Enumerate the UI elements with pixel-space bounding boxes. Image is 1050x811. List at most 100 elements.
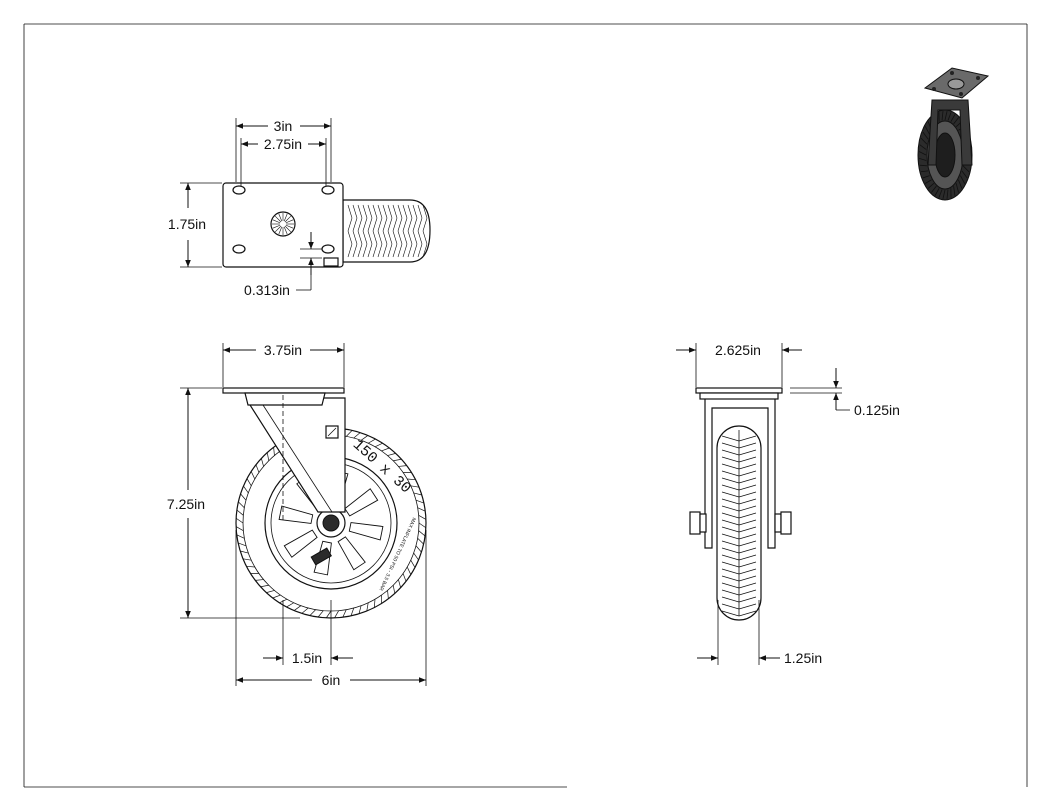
tread-mark [417,507,426,512]
tread-mark [960,175,966,184]
side-view: 150 x 30 MAX INFLATE TO 50 PSI - 3.5 BAR… [167,342,427,688]
tread-mark [342,609,347,618]
tread-mark [721,463,740,470]
tread-mark [721,554,740,561]
tread-mark [357,230,363,245]
tread-mark [301,607,309,614]
tread-mark [934,188,940,196]
tread-mark [415,545,422,553]
tread-mark [721,456,740,463]
tread-mark [953,117,959,125]
tread-mark [240,493,247,501]
tread-mark [397,204,403,219]
tread-mark [721,568,740,575]
tread-mark [738,561,757,568]
tread-mark [721,575,740,582]
tread-mark [352,230,358,245]
tread-mark [362,217,368,232]
tread-mark [372,230,378,245]
tread-mark [387,453,396,456]
tread-mark [721,540,740,547]
tread-mark [721,449,740,456]
tread-mark [953,186,956,196]
tread-mark [367,243,373,258]
tread-mark [377,230,383,245]
wheel-spoke [337,536,366,571]
side-view-wheel: 150 x 30 MAX INFLATE TO 50 PSI - 3.5 BAR [235,427,427,619]
tread-mark [325,610,332,619]
wheel-spoke [278,505,314,524]
dim-side-wheel-width: 1.5in [263,600,353,666]
tread-mark [417,230,423,245]
tread-mark [317,610,324,618]
kingpin-rib [285,219,294,224]
tread-mark [738,484,757,491]
kingpin-rib [272,219,281,224]
front-view-plate [695,387,783,400]
tread-mark [738,596,757,603]
tread-mark [922,131,929,140]
dim-top-height: 1.75in [168,182,222,268]
tread-mark [721,582,740,589]
tread-mark [362,243,368,258]
tread-mark [309,609,316,616]
kingpin-rib [284,225,291,232]
dim-front-plate-thickness: 0.125in [790,368,900,418]
tread-mark [418,515,427,520]
tread-mark [240,550,249,554]
tread-mark [944,111,948,121]
tread-mark [357,217,363,232]
tread-mark [738,463,757,470]
tread-mark [738,491,757,498]
tread-mark [392,204,398,219]
side-view-plate [222,387,345,406]
tread-mark [738,477,757,484]
plate-holes [232,185,335,254]
tread-mark [286,602,294,608]
front-view: 2.625in 0.125in 1.25in [676,342,900,666]
tread-mark [738,610,757,617]
tread-mark [412,204,418,219]
tread-mark [947,112,952,121]
tread-mark [393,458,402,462]
tread-mark [407,230,413,245]
tread-mark [721,603,740,610]
tread-mark [387,204,393,219]
dim-front-plate: 2.625in [676,342,802,387]
dim-label: 2.625in [715,342,761,358]
kingpin-rib [283,213,288,222]
dim-top-width-holes: 2.75in [240,136,327,186]
tread-mark [236,509,244,516]
tread-mark [235,517,244,524]
kingpin-rib [285,224,294,229]
tread-mark [242,558,252,561]
tread-mark [721,589,740,596]
dim-label: 0.125in [854,402,900,418]
tread-mark [721,526,740,533]
tread-mark [738,512,757,519]
tread-mark [418,530,426,537]
tread-mark [738,519,757,526]
tread-mark [738,589,757,596]
tread-mark [392,230,398,245]
tread-mark [422,243,428,258]
tread-mark [266,452,270,461]
kingpin-rib [275,216,282,223]
tread-mark [922,175,930,179]
tread-mark [417,538,424,545]
dim-label: 6in [322,672,341,688]
tread-mark [407,217,413,232]
tread-mark [367,230,373,245]
wheel-spoke [283,529,318,558]
tread-mark [402,217,408,232]
tread-mark [417,204,423,219]
tread-mark [266,590,275,593]
tread-mark [238,501,245,508]
tread-mark [397,217,403,232]
wheel-spoke [344,488,379,517]
tread-mark [738,435,757,442]
tread-mark [927,183,935,189]
dim-label: 1.75in [168,216,206,232]
tread-mark [347,243,353,258]
